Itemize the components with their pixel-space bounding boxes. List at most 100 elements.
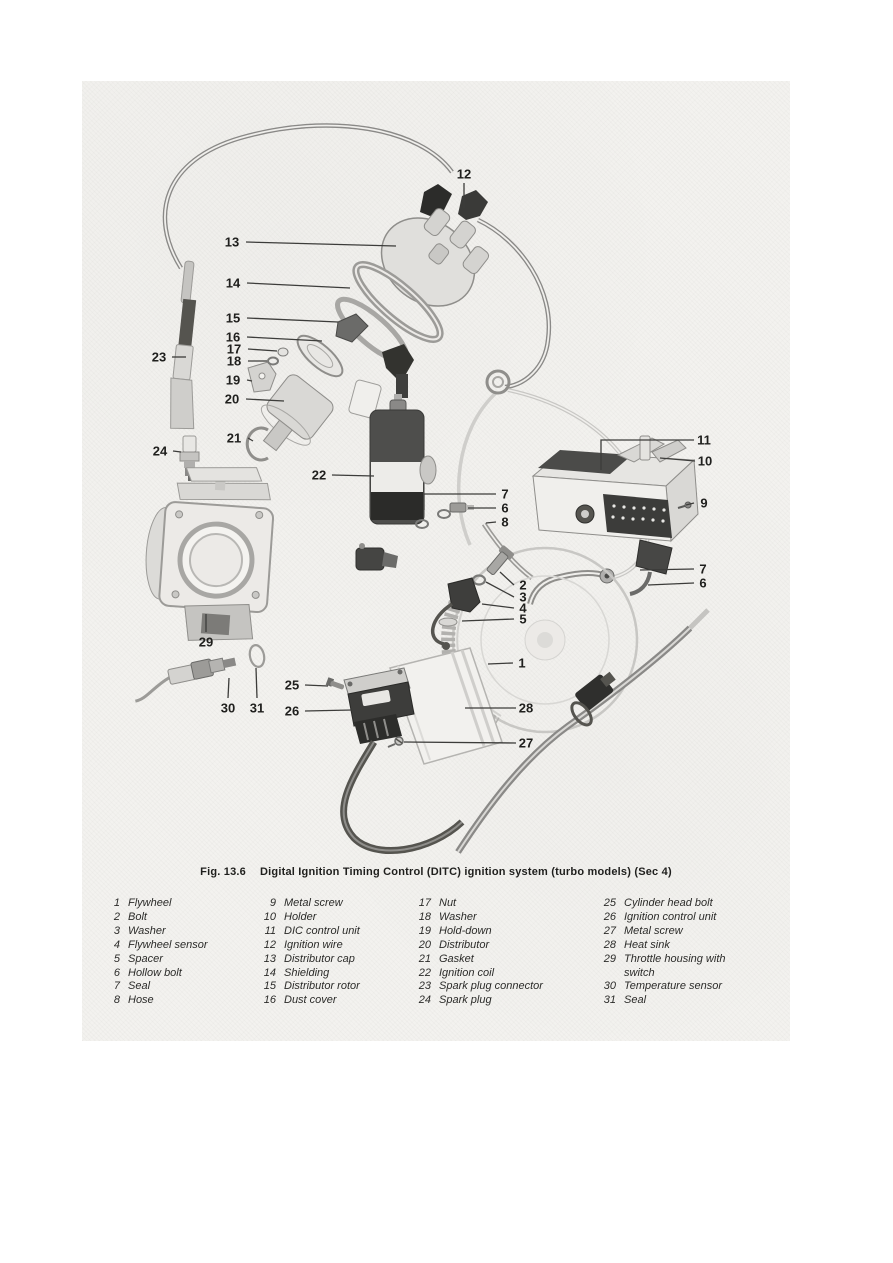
legend-item-label: Flywheel sensor [128, 938, 208, 951]
callout-28: 28 [519, 701, 533, 716]
legend-item-label: Shielding [284, 966, 330, 979]
leader-line-22 [331, 474, 375, 477]
legend-item: 15 Distributor rotor [260, 980, 410, 994]
cylinder-head-bolt-drawing [325, 677, 345, 690]
legend-item-number: 17 [418, 897, 431, 909]
leader-line-2 [499, 571, 515, 586]
leader-line-9 [685, 502, 695, 506]
legend-item-label: Flywheel [128, 897, 172, 909]
leader-line-8 [485, 521, 497, 524]
legend-item-number: 16 [263, 994, 276, 1007]
hold-down-drawing [247, 361, 277, 393]
leader-line-31 [255, 667, 258, 699]
metal-screw-27-drawing [387, 736, 404, 748]
leader-line-17 [247, 348, 278, 352]
control-unit-drawing [531, 450, 699, 543]
legend-item-label: Washer [128, 924, 166, 937]
leader-line-16 [246, 336, 323, 342]
legend-item-label: Spacer [128, 952, 163, 965]
leader-line-20 [245, 398, 285, 402]
callout-26: 26 [285, 704, 299, 719]
callout-30: 30 [221, 701, 235, 716]
legend-item: 1 Flywheel [104, 897, 254, 911]
legend-item-number: 20 [418, 938, 431, 951]
dust-cover-drawing [296, 334, 344, 378]
callout-27: 27 [519, 736, 533, 751]
legend-item-label: Distributor rotor [284, 980, 360, 993]
legend-item-number: 23 [418, 980, 431, 993]
callout-18: 18 [227, 354, 241, 369]
ignition-control-unit-drawing [340, 667, 465, 854]
legend-item-label: Washer [439, 910, 477, 923]
callout-25: 25 [285, 678, 299, 693]
throttle-housing-drawing [145, 467, 275, 641]
callout-15: 15 [226, 311, 240, 326]
callout-17: 17 [227, 342, 241, 357]
legend-item-label: Seal [128, 980, 151, 993]
legend-item-label: Holder [284, 910, 317, 923]
callout-9: 9 [700, 496, 707, 511]
distributor-rotor-drawing [335, 313, 369, 343]
leader-line-7 [639, 568, 695, 571]
callout-24: 24 [153, 444, 168, 459]
legend-item-label: Spark plug connector [439, 980, 543, 993]
callout-2: 2 [519, 578, 526, 593]
legend-item-number: 1 [113, 897, 120, 909]
legend-item-label: Hold-down [439, 924, 492, 937]
leader-line-19 [246, 379, 253, 382]
spark-plug-connector-drawing [170, 260, 197, 430]
legend-item: 10 Holder [260, 911, 410, 925]
legend-item-label: Metal screw [284, 897, 343, 909]
legend-item-number: 30 [603, 980, 616, 993]
legend-item-label: Hollow bolt [128, 966, 182, 979]
legend-item-number: 10 [263, 910, 276, 923]
callout-7: 7 [699, 562, 706, 577]
legend-item-label: Bolt [128, 910, 147, 923]
bottom-hose-drawing [455, 608, 710, 854]
leader-line-14 [246, 282, 351, 289]
legend-item-number: 7 [113, 980, 120, 993]
legend-item-number: 5 [113, 952, 120, 965]
leader-line-15 [246, 317, 339, 323]
figure-number: Fig. 13.6 [200, 866, 246, 878]
gasket-drawing [245, 426, 269, 462]
leader-line-1 [487, 662, 514, 665]
callout-20: 20 [225, 392, 239, 407]
legend-item-number: 21 [418, 952, 431, 965]
callout-11: 11 [697, 433, 711, 448]
legend-item-label: Cylinder head bolt [624, 897, 713, 909]
legend-item-label: Ignition coil [439, 966, 495, 979]
legend-item-number: 27 [603, 924, 616, 937]
legend-item-number: 25 [603, 897, 616, 909]
leader-line-3 [485, 581, 515, 598]
leader-line-13 [245, 241, 397, 247]
callout-12: 12 [457, 167, 471, 182]
callout-8: 8 [501, 515, 508, 530]
callout-1: 1 [518, 656, 525, 671]
unit-connector-drawing [629, 539, 673, 596]
legend-item-label: Distributor cap [284, 952, 355, 965]
legend-item-number: 29 [603, 952, 616, 965]
leader-line-10 [659, 457, 696, 462]
lower-elbow-boot-drawing [348, 344, 414, 419]
legend-item-label: Seal [624, 994, 647, 1007]
legend-item-number: 15 [263, 980, 276, 993]
